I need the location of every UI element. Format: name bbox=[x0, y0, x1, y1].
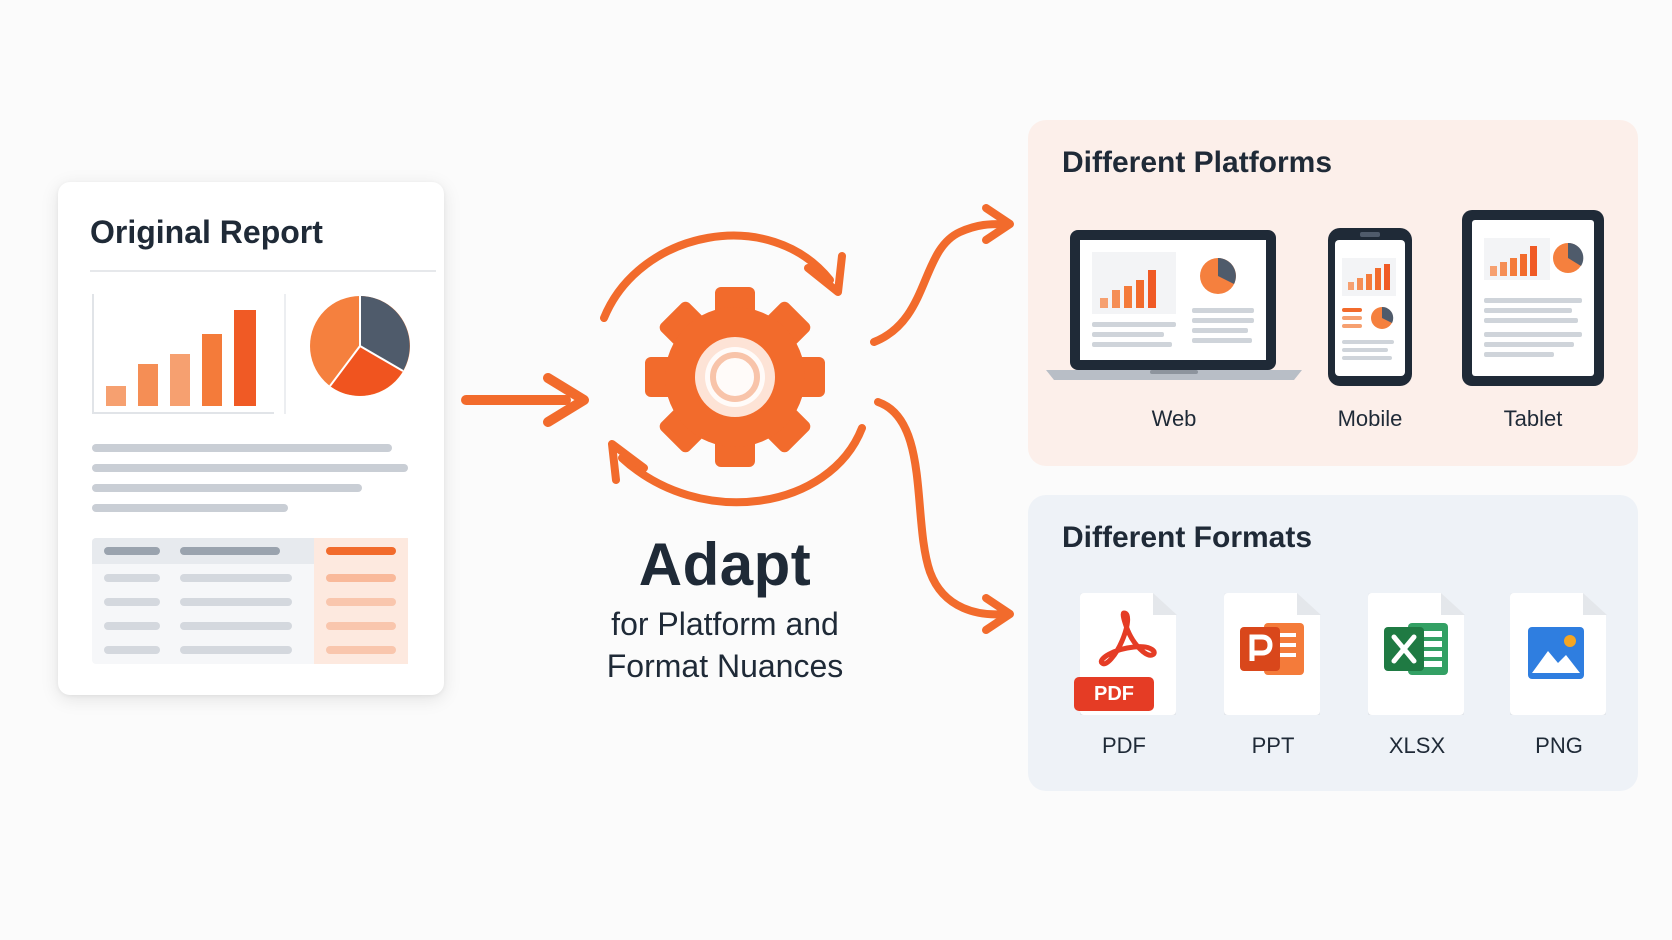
adapt-subtitle-line2: Format Nuances bbox=[606, 648, 844, 684]
original-report-card: Original Report bbox=[58, 182, 444, 695]
table-cell bbox=[104, 547, 160, 555]
table-cell bbox=[326, 547, 396, 555]
file-corner bbox=[1441, 593, 1465, 615]
adapt-title: Adapt bbox=[638, 531, 812, 598]
platforms-panel: Different Platforms Web bbox=[1028, 120, 1638, 466]
report-bar-chart bbox=[92, 294, 274, 414]
phone-icon bbox=[1328, 228, 1412, 386]
table-cell bbox=[326, 574, 396, 582]
report-title: Original Report bbox=[90, 214, 323, 250]
platforms-title: Different Platforms bbox=[1062, 146, 1333, 179]
table-cell bbox=[326, 646, 396, 654]
format-label-png: PNG bbox=[1535, 733, 1583, 758]
report-bar bbox=[202, 334, 222, 406]
table-cell bbox=[326, 598, 396, 606]
table-cell bbox=[326, 622, 396, 630]
report-table bbox=[92, 538, 408, 664]
file-corner bbox=[1583, 593, 1607, 615]
format-label-xlsx: XLSX bbox=[1388, 733, 1446, 758]
adapt-subtitle-line1: for Platform and bbox=[611, 606, 839, 642]
table-cell bbox=[104, 646, 160, 654]
report-text-line bbox=[92, 464, 408, 472]
pdf-badge-text: PDF bbox=[1094, 683, 1134, 705]
format-label-ppt: PPT bbox=[1251, 733, 1295, 758]
table-cell bbox=[180, 547, 280, 555]
formats-title: Different Formats bbox=[1062, 521, 1313, 554]
excel-glyph-icon bbox=[1384, 623, 1448, 675]
png-file-icon bbox=[1504, 593, 1614, 723]
table-cell bbox=[180, 574, 292, 582]
report-text-line bbox=[92, 444, 392, 452]
gear-icon bbox=[645, 287, 825, 467]
arrow-to-platforms bbox=[870, 204, 1014, 346]
report-bar bbox=[170, 354, 190, 406]
table-cell bbox=[104, 622, 160, 630]
report-text-line bbox=[92, 484, 362, 492]
platform-label-tablet: Tablet bbox=[1503, 406, 1563, 431]
table-cell bbox=[180, 598, 292, 606]
file-corner bbox=[1297, 593, 1321, 615]
image-glyph-icon bbox=[1528, 627, 1584, 679]
adapt-subtitle: for Platform and Format Nuances bbox=[560, 603, 890, 687]
arrow-right-icon bbox=[461, 373, 589, 427]
report-chart-divider bbox=[284, 294, 286, 414]
report-bar bbox=[234, 310, 256, 406]
cycle-arrows-icon bbox=[600, 231, 866, 507]
platform-label-mobile: Mobile bbox=[1337, 406, 1403, 431]
report-bar bbox=[138, 364, 158, 406]
table-cell bbox=[104, 574, 160, 582]
report-title-divider bbox=[90, 270, 436, 272]
pdf-badge: PDF bbox=[1074, 677, 1154, 711]
table-cell bbox=[180, 646, 292, 654]
ppt-file-icon bbox=[1218, 593, 1328, 723]
arrow-to-formats bbox=[874, 398, 1014, 634]
table-cell bbox=[104, 598, 160, 606]
xlsx-file-icon bbox=[1362, 593, 1472, 723]
pdf-file-icon: PDF bbox=[1074, 593, 1184, 723]
format-label-pdf: PDF bbox=[1102, 733, 1146, 758]
report-bar bbox=[106, 386, 126, 406]
powerpoint-glyph-icon bbox=[1240, 623, 1304, 675]
formats-panel: Different Formats PDF PDF PPT bbox=[1028, 495, 1638, 791]
platform-label-web: Web bbox=[1151, 406, 1197, 431]
report-text-line bbox=[92, 504, 288, 512]
table-cell bbox=[180, 622, 292, 630]
acrobat-glyph-icon bbox=[1098, 610, 1157, 667]
laptop-icon bbox=[1046, 230, 1302, 380]
report-pie-chart bbox=[310, 296, 410, 396]
tablet-icon bbox=[1462, 210, 1604, 386]
